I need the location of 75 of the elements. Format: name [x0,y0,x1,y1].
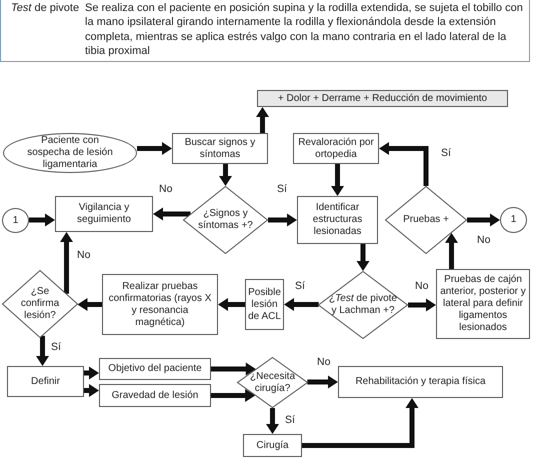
decision-diamond [318,271,408,339]
arrow [29,214,55,226]
node-text: Realizar pruebas confirmatorias (rayos X y resonancia magnética) [108,280,212,328]
node-text: Cirugía [256,440,289,452]
arrow [218,298,245,311]
node-text: Paciente con sospecha de lesión ligamentaria [26,135,114,171]
node-text: Posible lesión de ACL [248,286,281,322]
arrow [84,366,99,380]
arrow [84,384,99,397]
node-text: ¿Necesita cirugía? [248,370,296,394]
arrow [408,298,436,312]
node-text: 1 [12,214,18,226]
process-box [245,279,284,330]
decision-diamond [237,357,308,408]
edge-label: Sí [440,147,452,159]
arrow [219,164,232,186]
arrow [268,214,297,226]
arrow [36,336,49,366]
arrow [307,376,338,388]
process-box [172,133,268,164]
node-text: Identificar estructuras lesionadas [312,202,364,238]
edge-label: Sí [294,280,306,292]
node-text: ¿Se confirma lesión? [20,286,60,322]
row-description: Se realiza con el paciente en posición supina y la rodilla extendida, se sujeta el tobillo con la mano ipsilateral girando internamente la rodilla y flexionándola desde la extensión completa, mientras se aplica estrés valgo con la mano contraria en el lado lateral de la tibia proximal [85,1,524,58]
node-text: ¿Test de pivote y Lachman +? [328,293,398,317]
process-box [99,358,211,380]
process-box [338,366,503,398]
node-text: ¿Signos y síntomas +? [197,208,254,232]
node-text: Gravedad de lesión [112,390,198,402]
node-text: Rehabilitación y terapia física [355,376,486,388]
connector-circle [2,208,29,233]
edge-label: No [158,183,174,195]
node-text: Objetivo del paciente [108,363,202,375]
edge-label: No [476,234,492,246]
process-box [102,274,218,335]
node-text: Pruebas de cajón anterior, posterior y lateral para definir ligamentos lesionados [440,274,526,334]
node-text: Definir [31,376,60,388]
decision-diamond [183,186,268,254]
node-text: Buscar signos y síntomas [184,136,256,160]
arrow [284,298,319,311]
arrow [467,214,500,226]
edge-label: No [76,249,92,261]
edge-label: Sí [50,341,62,353]
decision-diamond [385,186,467,254]
connector-circle [500,207,527,233]
arrow [356,244,370,271]
arrow [153,208,190,220]
node-text: Pruebas + [403,214,449,226]
node-text: Vigilancia y seguimiento [76,202,132,226]
arrow [331,164,344,196]
process-box [7,366,84,397]
arrow [256,107,269,133]
node-text: Revaloración por ortopedia [297,136,375,160]
arrow [445,232,458,269]
arrow [302,398,418,448]
process-box [297,196,378,244]
process-box [55,196,153,232]
row-heading: Test de pivote [11,1,80,16]
process-box [243,434,302,457]
arrow [266,408,279,434]
arrow [137,142,172,155]
arrow [211,362,256,376]
arrow [379,142,428,186]
arrow [60,232,73,294]
edge-label: Sí [276,183,288,195]
arrow [211,389,256,402]
node-text: 1 [510,214,516,226]
edge-label: No [414,280,430,292]
edge-label: No [316,356,332,368]
symptom-box [257,90,508,107]
process-box [99,384,211,407]
decision-diamond [2,270,78,338]
edge-label: Sí [284,414,296,426]
node-text: + Dolor + Derrame + Reducción de movimiento [278,92,488,104]
arrow [77,298,102,311]
